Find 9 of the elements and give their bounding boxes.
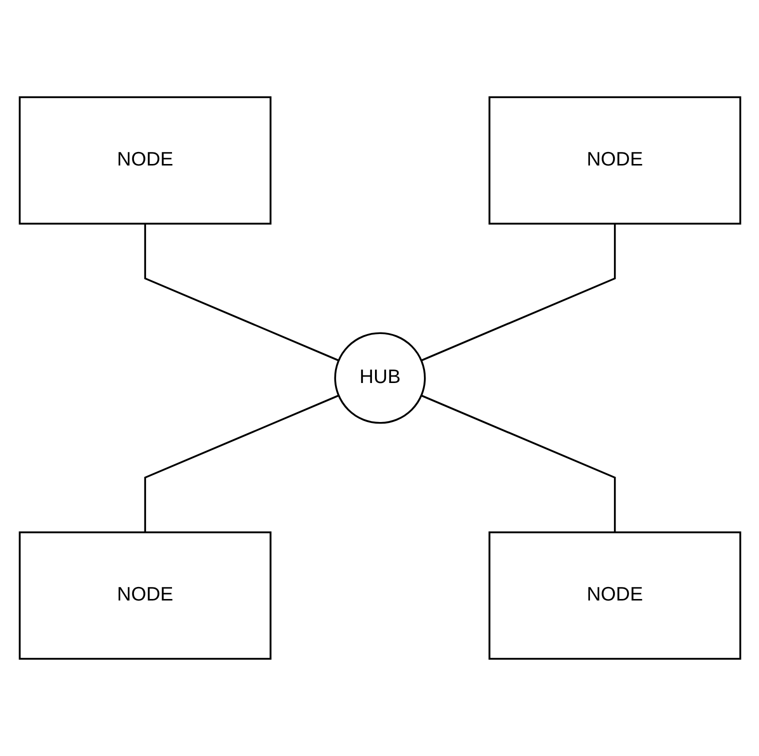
connector: [144, 394, 339, 532]
node-box: NODE: [18, 531, 271, 660]
node-box: NODE: [488, 96, 741, 225]
connector: [420, 224, 616, 362]
connector: [420, 394, 616, 532]
node-box: NODE: [488, 531, 741, 660]
connector: [144, 224, 339, 362]
node-box: NODE: [18, 96, 271, 225]
node-circle: HUB: [334, 332, 426, 424]
